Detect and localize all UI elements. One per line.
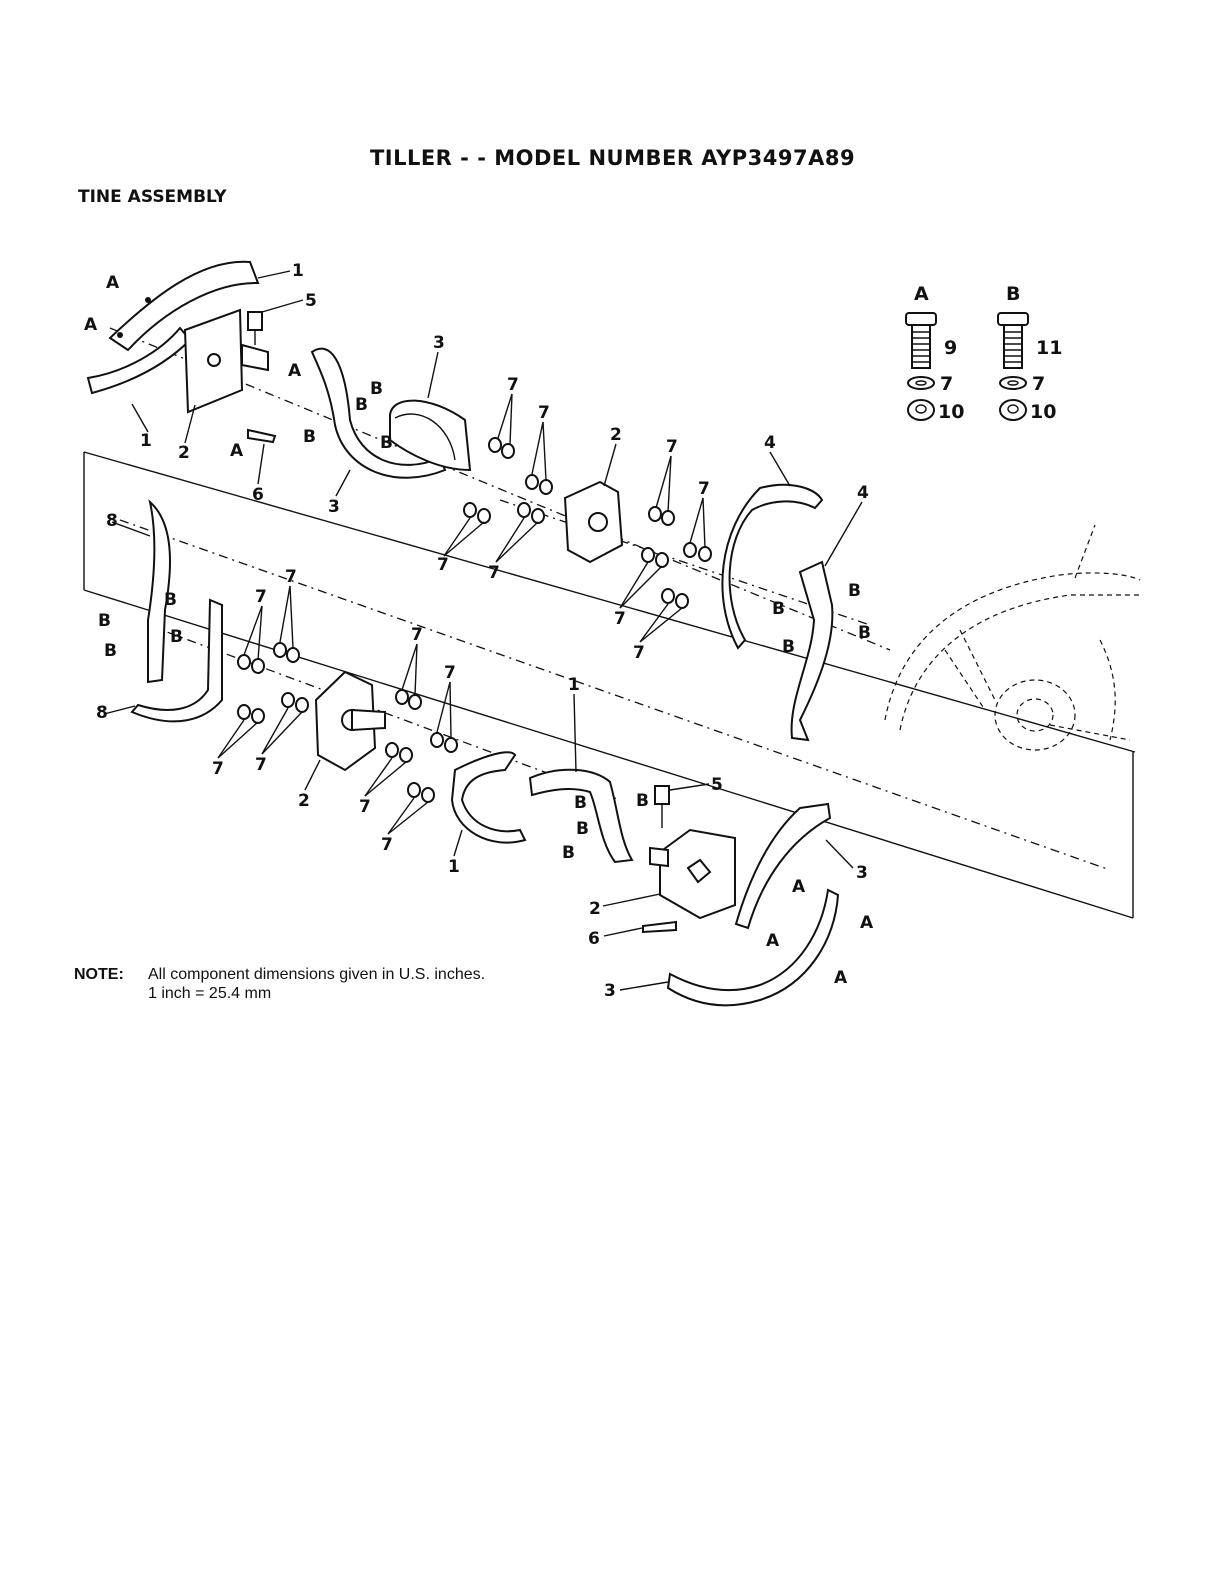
ref-b: B	[370, 379, 383, 399]
ref-b: B	[170, 627, 183, 647]
pin-6-lower	[643, 922, 676, 932]
callout-7: 7	[381, 835, 393, 855]
callout-2: 2	[178, 443, 190, 463]
callout-1: 1	[140, 431, 152, 451]
callout-2: 2	[298, 791, 310, 811]
key-washer-b: 7	[1032, 373, 1045, 395]
callout-7: 7	[666, 437, 678, 457]
note-block: NOTE:All component dimensions given in U…	[74, 965, 485, 1003]
callout-5: 5	[711, 775, 723, 795]
ref-a: A	[230, 441, 244, 461]
callout-7: 7	[255, 755, 267, 775]
callout-8: 8	[106, 511, 118, 531]
callout-7: 7	[614, 609, 626, 629]
callout-7: 7	[411, 625, 423, 645]
bolt-5-lower	[655, 786, 669, 828]
callout-6: 6	[252, 485, 264, 505]
callout-7: 7	[444, 663, 456, 683]
tine-1-lower	[452, 752, 632, 862]
ref-a: A	[834, 968, 848, 988]
callout-7: 7	[507, 375, 519, 395]
ref-b: B	[562, 843, 575, 863]
callout-3: 3	[433, 333, 445, 353]
note-line-1: All component dimensions given in U.S. i…	[148, 966, 485, 983]
ref-b: B	[303, 427, 316, 447]
ref-b: B	[782, 637, 795, 657]
ref-b: B	[576, 819, 589, 839]
callout-2: 2	[610, 425, 622, 445]
key-label-a: A	[914, 283, 929, 305]
ref-b: B	[98, 611, 111, 631]
callout-2: 2	[589, 899, 601, 919]
callout-1: 1	[448, 857, 460, 877]
ref-b: B	[772, 599, 785, 619]
ref-b: B	[164, 590, 177, 610]
ref-b: B	[858, 623, 871, 643]
ref-a: A	[84, 315, 98, 335]
callout-7: 7	[437, 555, 449, 575]
ref-b: B	[104, 641, 117, 661]
tine-3-lower-top	[736, 804, 830, 928]
ref-a: A	[106, 273, 120, 293]
callout-4: 4	[857, 483, 869, 503]
key-label-b: B	[1006, 283, 1020, 305]
hub-2-lower	[316, 672, 385, 770]
hardware-key-icons	[906, 313, 1028, 420]
ref-a: A	[766, 931, 780, 951]
tine-4-right	[792, 562, 833, 740]
callout-7: 7	[488, 563, 500, 583]
callout-3: 3	[328, 497, 340, 517]
tine-3-upper	[312, 349, 470, 478]
callout-7: 7	[633, 643, 645, 663]
ref-a: A	[792, 877, 806, 897]
key-bolt-a: 9	[944, 337, 957, 359]
tine-4-left	[722, 485, 822, 648]
callout-7: 7	[285, 567, 297, 587]
key-washer-a: 7	[940, 373, 953, 395]
note-label: NOTE:	[74, 965, 148, 984]
key-nut-b: 10	[1030, 401, 1056, 423]
ref-b: B	[574, 793, 587, 813]
callout-7: 7	[698, 479, 710, 499]
ref-a: A	[288, 361, 302, 381]
ref-a: A	[860, 913, 874, 933]
hub-2-right	[650, 830, 735, 918]
callout-4: 4	[764, 433, 776, 453]
note-line-2: 1 inch = 25.4 mm	[74, 984, 485, 1003]
key-nut-a: 10	[938, 401, 964, 423]
callout-7: 7	[359, 797, 371, 817]
tine-8-bottom	[132, 600, 222, 721]
callout-7: 7	[212, 759, 224, 779]
ref-b: B	[848, 581, 861, 601]
callout-7: 7	[538, 403, 550, 423]
callout-3: 3	[604, 981, 616, 1001]
callout-1: 1	[292, 261, 304, 281]
callout-7: 7	[255, 587, 267, 607]
hub-2-middle	[565, 482, 622, 562]
tiller-housing	[885, 525, 1140, 750]
bolt-5-upper	[248, 312, 262, 345]
callout-3: 3	[856, 863, 868, 883]
ref-b: B	[380, 433, 393, 453]
callout-1: 1	[568, 675, 580, 695]
hardware-key-labels: A 9 7 10 B 11 7 10	[914, 283, 1062, 423]
pin-6-upper	[248, 430, 275, 442]
ref-b: B	[355, 395, 368, 415]
key-bolt-b: 11	[1036, 337, 1062, 359]
callout-5: 5	[305, 291, 317, 311]
ref-b: B	[636, 791, 649, 811]
callout-6: 6	[588, 929, 600, 949]
